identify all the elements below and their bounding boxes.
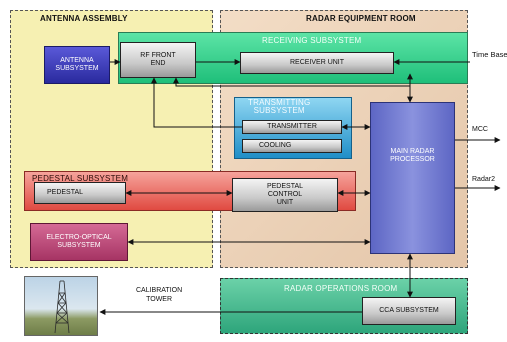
rf-processor-link — [176, 78, 410, 102]
rf-transmitter-link — [154, 78, 242, 127]
